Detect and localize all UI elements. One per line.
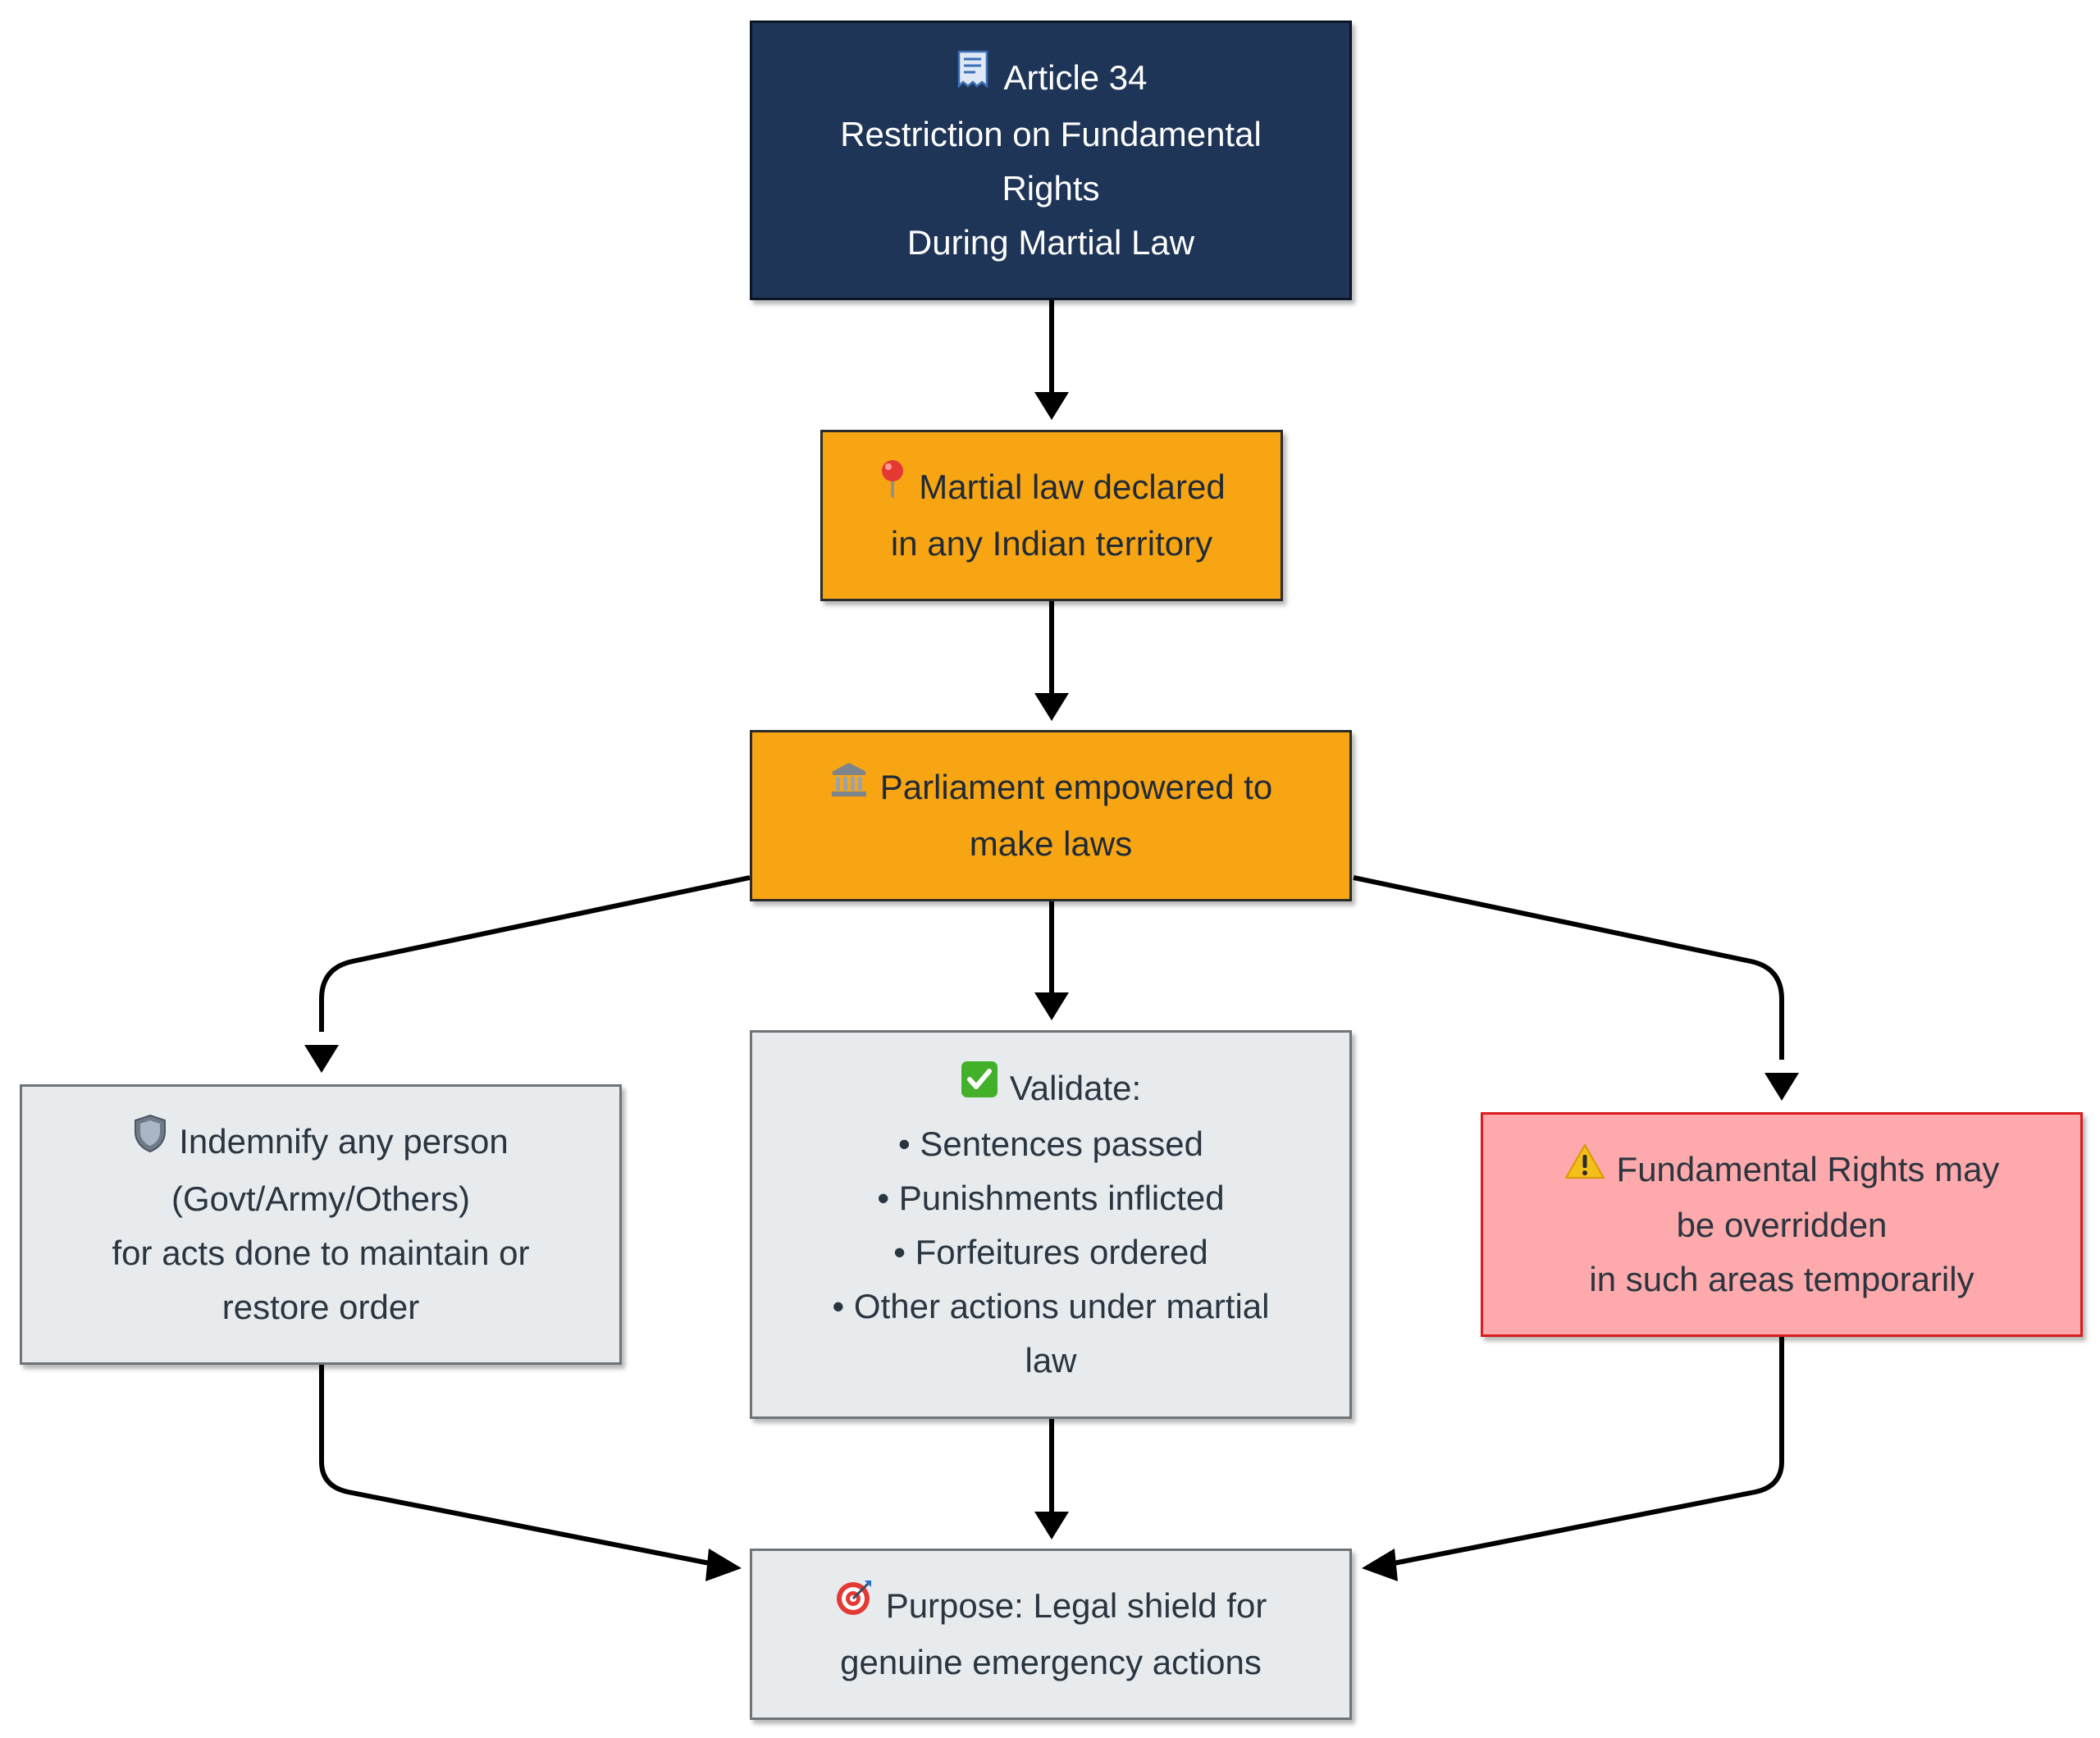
fundamental-rights-node: Fundamental Rights may be overridden in … [1481,1112,2083,1337]
validate-item-forfeitures: • Forfeitures ordered [893,1233,1208,1272]
fundamental-rights-line-2: be overridden [1676,1206,1888,1245]
article-34-line-3: Rights [1002,169,1100,208]
validate-item-sentences: • Sentences passed [898,1124,1203,1164]
arrowhead-purpose-right [1362,1549,1398,1581]
purpose-line-1: Purpose: Legal shield for [885,1585,1267,1625]
arrowhead-martial [1034,392,1069,420]
edge-indemnify-to-purpose [319,1365,714,1567]
warning-icon [1564,1141,1605,1195]
edge-parliament-to-indemnify [319,875,751,1032]
target-icon [835,1577,874,1632]
martial-law-line-2: in any Indian territory [890,524,1213,563]
validate-node: Validate: • Sentences passed • Punishmen… [750,1030,1352,1419]
arrowhead-parliament [1034,693,1069,721]
indemnify-line-3: for acts done to maintain or [112,1233,530,1272]
purpose-node: Purpose: Legal shield for genuine emerge… [750,1549,1352,1720]
article-34-line-4: During Martial Law [906,223,1195,262]
edge-parliament-to-fundamental [1353,875,1784,1060]
parliament-line-2: make laws [969,823,1133,863]
arrowhead-purpose-center [1034,1512,1069,1540]
fundamental-rights-line-1: Fundamental Rights may [1616,1149,2000,1188]
parliament-line-1: Parliament empowered to [879,768,1273,807]
check-mark-icon [961,1060,998,1114]
edge-fundamental-to-purpose [1389,1337,1784,1567]
indemnify-line-2: (Govt/Army/Others) [171,1179,471,1218]
arrowhead-indemnify [304,1045,339,1073]
arrowhead-validate [1034,992,1069,1020]
validate-item-other-actions-cont: law [1025,1341,1077,1380]
document-icon [954,49,992,104]
validate-heading: Validate: [1009,1068,1142,1107]
arrowhead-fundamental [1764,1073,1799,1101]
arrowhead-purpose-left [705,1549,742,1581]
parliament-node: Parliament empowered to make laws [750,730,1352,901]
indemnify-line-1: Indemnify any person [179,1122,509,1161]
indemnify-line-4: restore order [221,1287,420,1326]
shield-icon [133,1114,167,1169]
government-building-icon [829,760,869,814]
article-34-title: Article 34 [1003,57,1148,97]
indemnify-node: Indemnify any person (Govt/Army/Others) … [20,1084,622,1365]
article-34-line-2: Restriction on Fundamental [840,115,1262,154]
martial-law-node: Martial law declared in any Indian terri… [820,430,1283,601]
article-34-node: Article 34 Restriction on Fundamental Ri… [750,21,1352,300]
validate-item-punishments: • Punishments inflicted [877,1179,1225,1218]
map-pin-icon [878,458,907,513]
martial-law-line-1: Martial law declared [919,467,1226,506]
validate-item-other-actions: • Other actions under martial [832,1287,1270,1326]
fundamental-rights-line-3: in such areas temporarily [1589,1260,1974,1299]
purpose-line-2: genuine emergency actions [840,1643,1262,1682]
